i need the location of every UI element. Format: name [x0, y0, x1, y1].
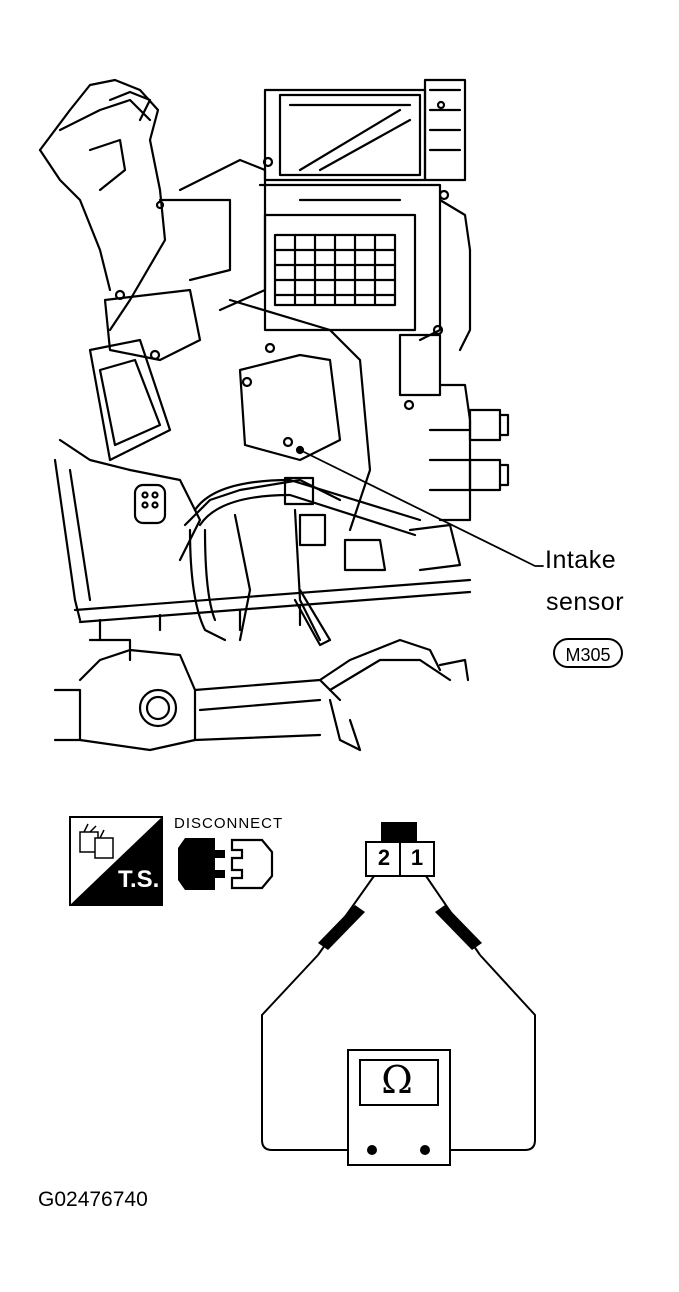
ohmmeter-icon — [347, 1049, 451, 1166]
mounting-rail — [73, 578, 472, 647]
sensor-leader-line — [299, 449, 544, 567]
intake-box — [262, 78, 467, 201]
ohm-symbol: Ω — [381, 1058, 413, 1102]
hoses — [188, 476, 462, 642]
tool-badge-text: T.S. — [118, 866, 160, 893]
disconnect-label: DISCONNECT — [174, 815, 284, 832]
pin-label-right: 1 — [410, 845, 424, 870]
connector-code-badge: M305 — [553, 638, 623, 668]
disconnect-connector-icon — [178, 838, 274, 890]
lower-assembly — [53, 638, 470, 752]
callout-label-line2: sensor — [546, 588, 625, 616]
callout-label-line1: Intake — [545, 546, 617, 574]
pin-label-left: 2 — [377, 845, 391, 870]
figure-id: G02476740 — [38, 1188, 148, 1211]
probe-icon — [318, 905, 482, 950]
sensor-connector — [365, 822, 435, 877]
right-housing — [398, 198, 510, 522]
main-housing — [53, 158, 372, 622]
left-duct — [38, 78, 167, 332]
ts-tool-icon — [69, 816, 163, 906]
